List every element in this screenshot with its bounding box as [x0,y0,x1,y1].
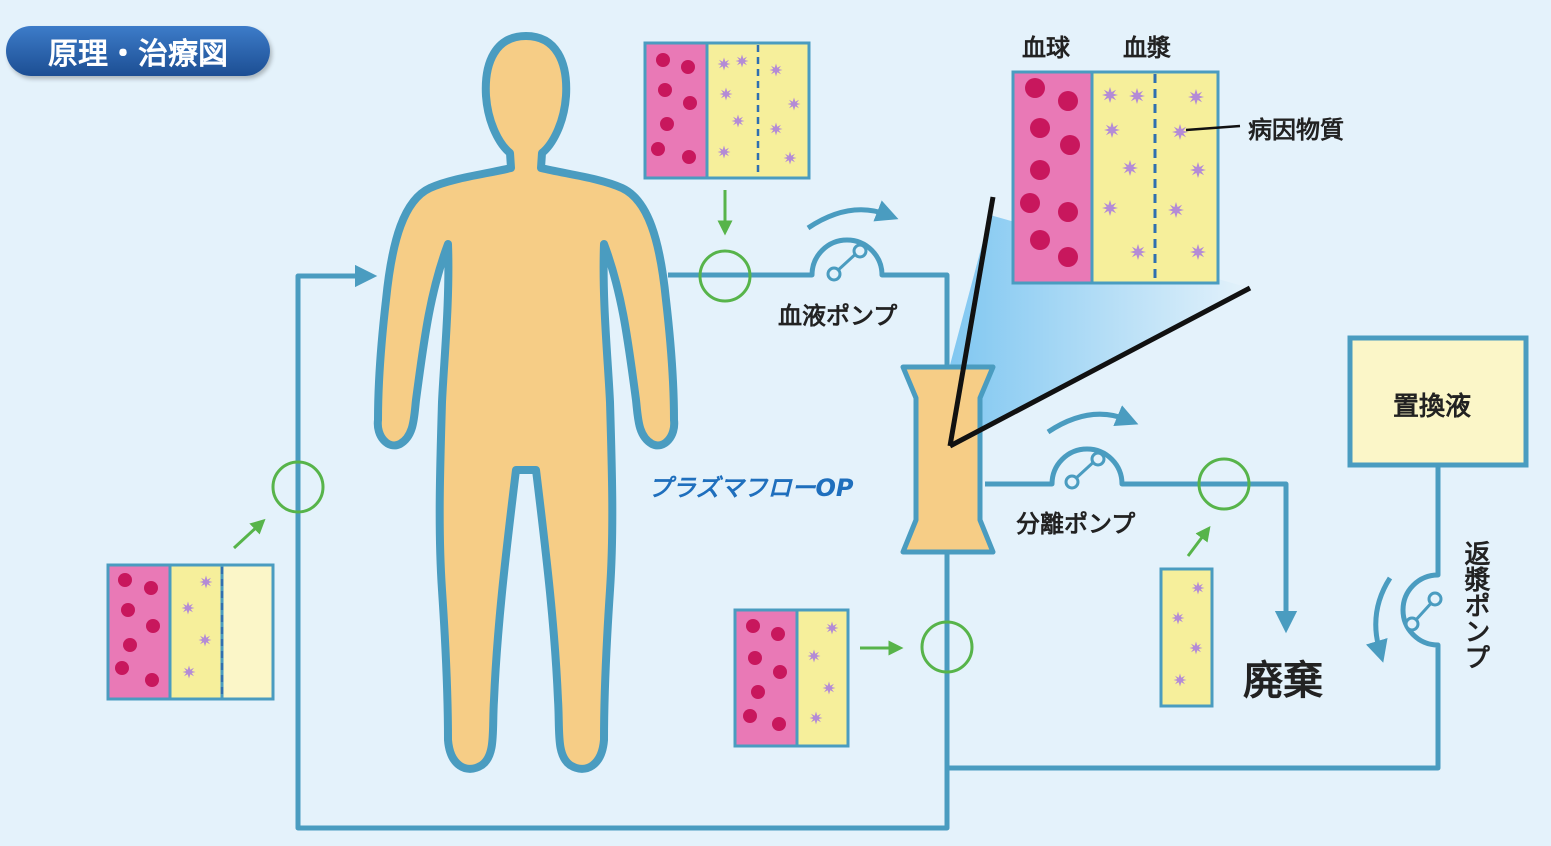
label-plasma: 血漿 [1123,34,1171,62]
replacement-line [947,465,1441,771]
separation-pump-rotation-arrow [1046,405,1139,435]
blood-pump-rotor-icon [826,243,868,282]
blood-line-outflow [668,237,950,368]
return-pump-rotor-icon [1404,591,1443,632]
label-blood-pump: 血液ポンプ [778,302,898,330]
label-separation-pump: 分離ポンプ [1016,510,1136,538]
label-replacement-fluid: 置換液 [1393,392,1472,422]
zoom-line-lower [948,285,1252,449]
label-disposal: 廃棄 [1243,658,1323,704]
label-device: プラズマフローOP [648,474,854,502]
label-blood-cells: 血球 [1022,34,1070,62]
plasma-separator-device [900,364,996,555]
plasma-line [985,446,1289,605]
pathogen-leader-line [1185,124,1241,132]
patient-body-silhouette [373,32,679,773]
return-pump-rotation-arrow [1365,576,1393,663]
blood-line-return [295,273,950,831]
tubing-circuit [295,237,1441,831]
sample-point-return-body [271,460,325,514]
green-arrow-return [232,518,266,550]
separation-pump-rotor-icon [1064,451,1106,490]
page-title: 原理・治療図 [6,26,270,76]
panel-separated-plasma [1159,567,1214,708]
sample-point-device-out [920,620,974,674]
panel-blood-magnified [1011,70,1220,285]
label-return-plasma-pump: 返漿ポンプ [1460,540,1490,670]
green-arrow-plasma [1186,526,1211,557]
label-pathogenic-substance: 病因物質 [1248,116,1344,144]
zoom-line-upper [947,196,996,447]
panel-blood-device-outflow [733,608,850,748]
panel-blood-before [643,41,811,180]
sample-point-plasma [1197,457,1251,511]
sample-point-outflow [698,249,752,303]
blood-pump-rotation-arrow [806,200,899,231]
replacement-fluid-box [1347,335,1529,468]
panel-blood-returned [106,563,275,701]
